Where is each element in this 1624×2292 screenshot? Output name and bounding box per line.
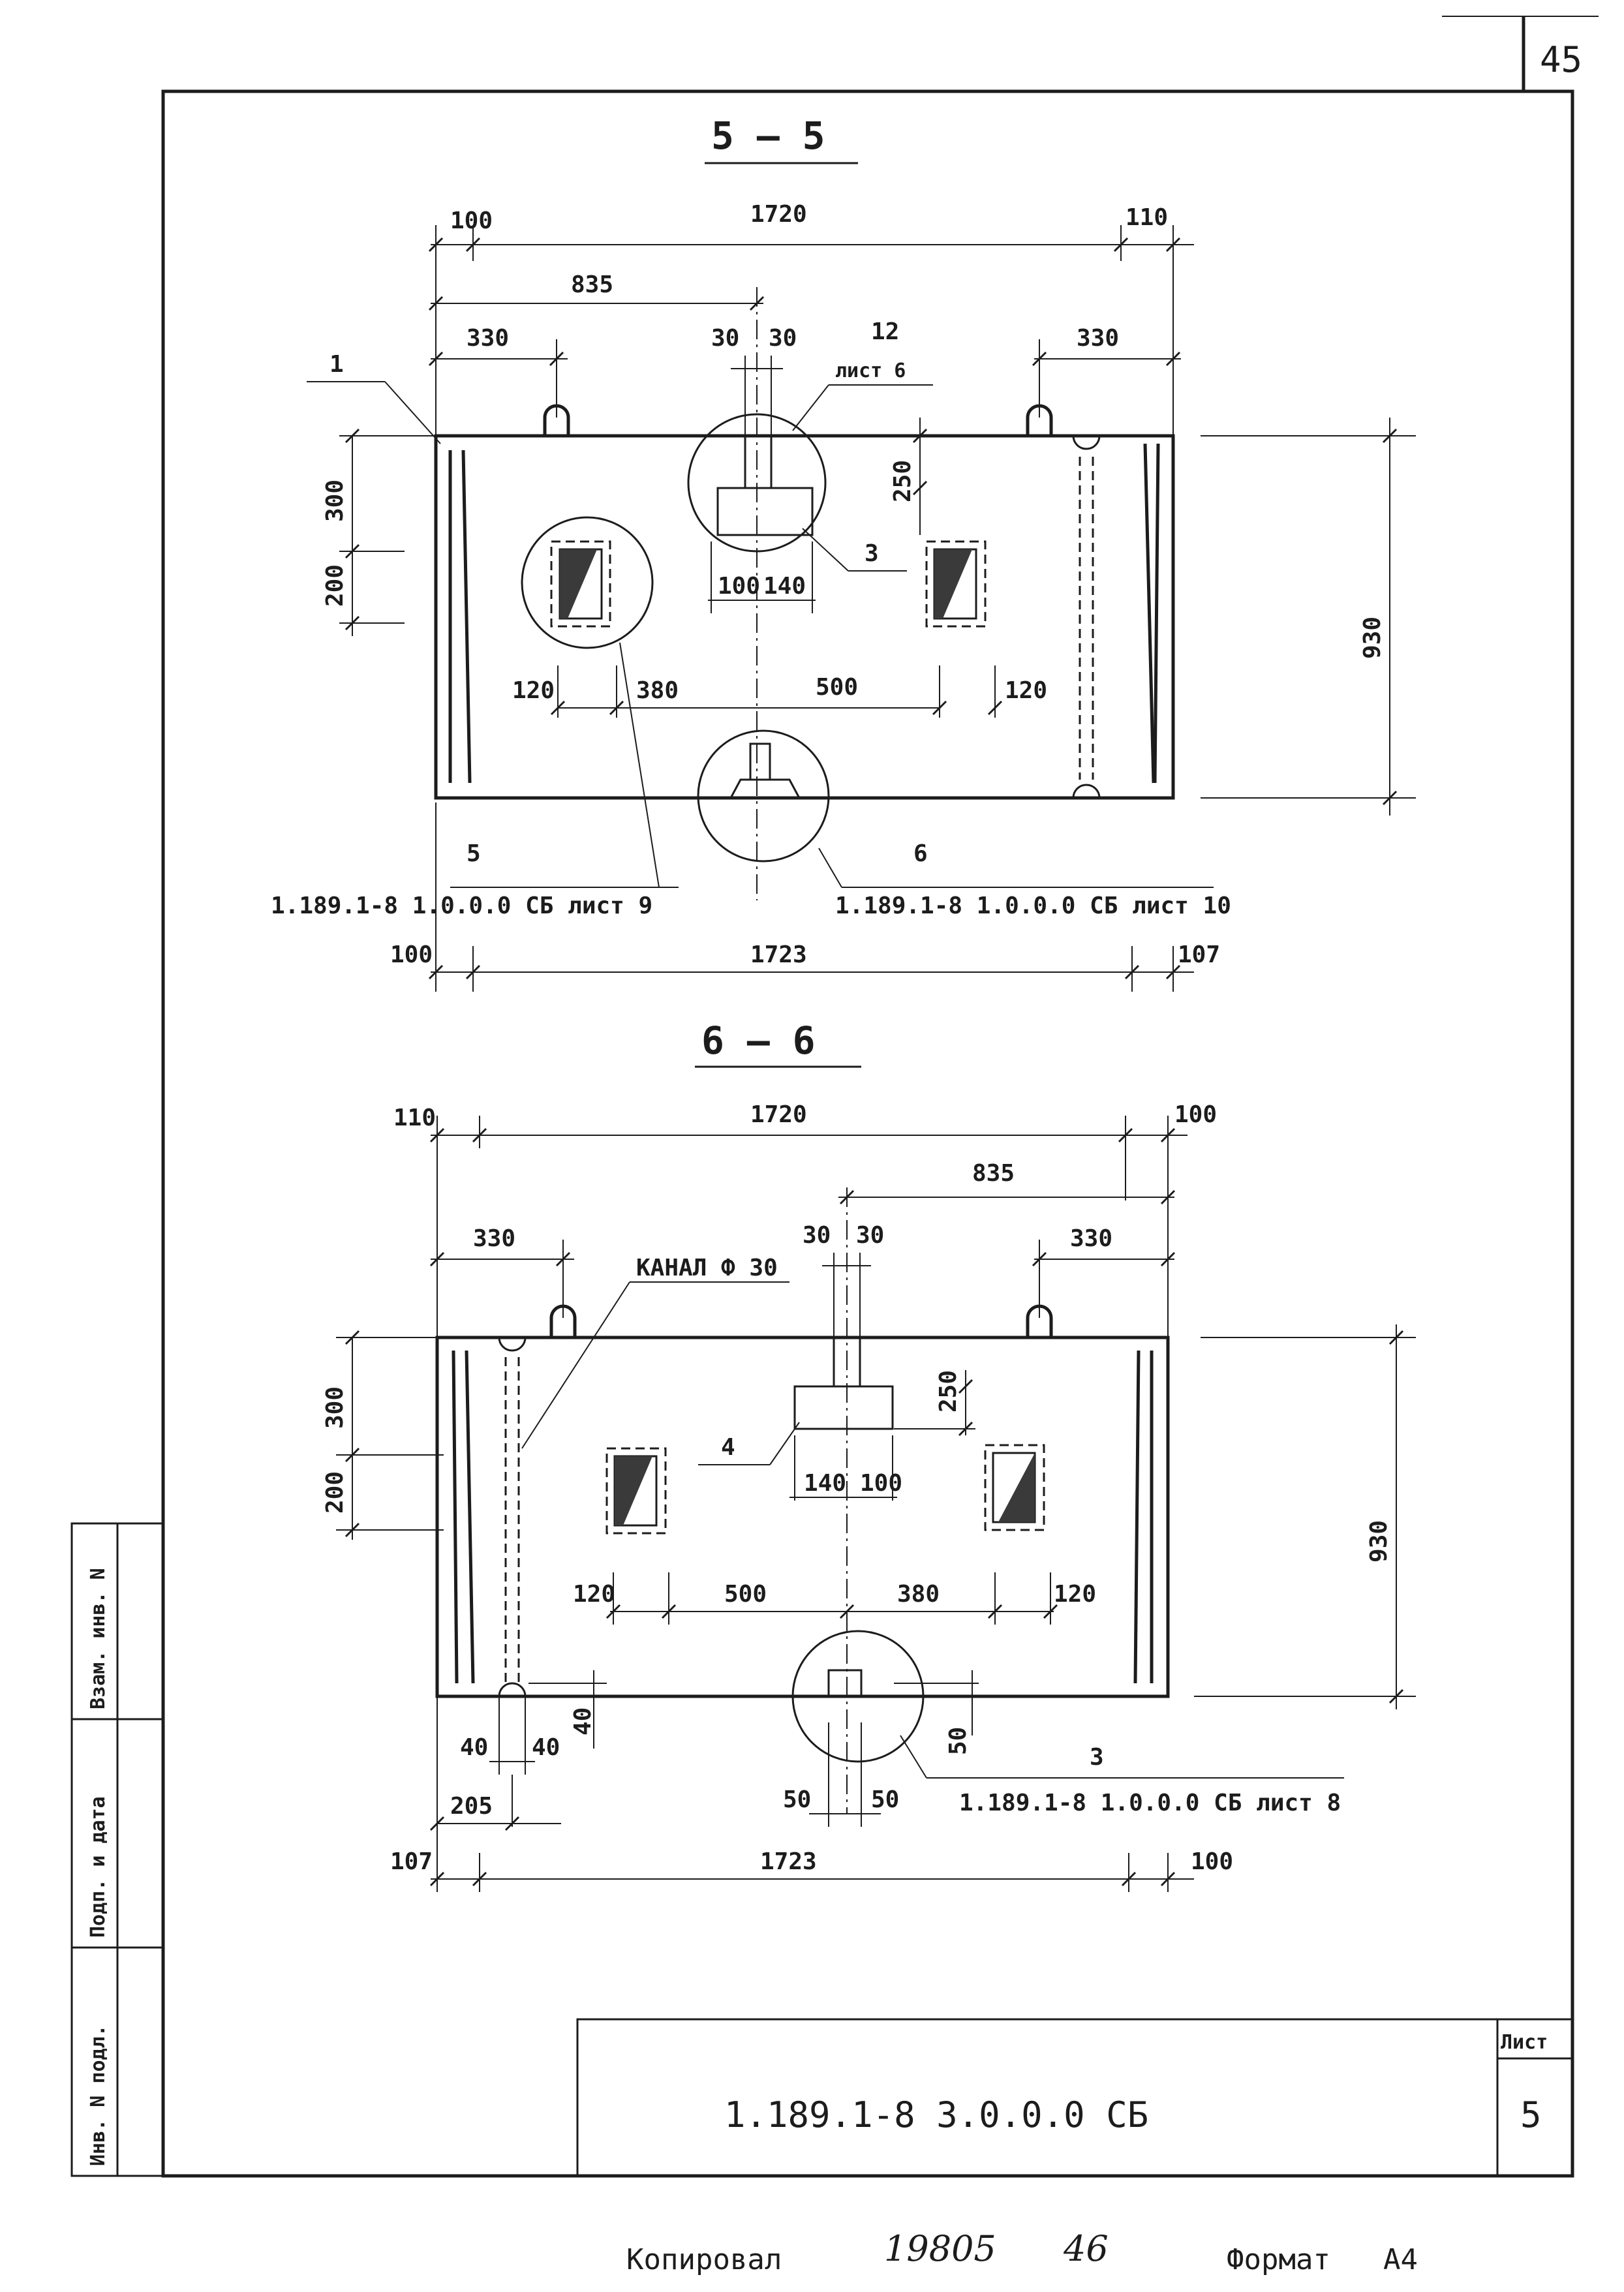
dim-100-top-right: 100 bbox=[1174, 1101, 1217, 1128]
dim-1723-bottom: 1723 bbox=[750, 941, 807, 968]
dim-380-inner: 380 bbox=[897, 1581, 940, 1608]
copied-label: Копировал bbox=[626, 2243, 782, 2276]
sheet-label: Лист bbox=[1501, 2031, 1548, 2054]
dim-100-inner: 100 bbox=[860, 1470, 902, 1497]
node-3-ref: 1.189.1-8 1.0.0.0 СБ лист 8 bbox=[959, 1790, 1341, 1816]
dim-120-inner-left: 120 bbox=[512, 677, 555, 704]
dim-835: 835 bbox=[571, 271, 613, 298]
section-6-6: 6 — 6 bbox=[322, 1018, 1416, 1892]
slab-6-6 bbox=[435, 1187, 1170, 1814]
stamp-replaced-inv-no: Взам. инв. N bbox=[87, 1568, 110, 1709]
stamp-inv-no-orig: Инв. N подл. bbox=[87, 2025, 110, 2166]
dims-channel-6-6: 40 40 40 205 50 50 50 bbox=[429, 1670, 979, 1831]
pos-3-label: 3 bbox=[865, 540, 879, 567]
dim-120-inner-right: 120 bbox=[1054, 1581, 1096, 1608]
dims-bottom-5-5: 100 1723 107 bbox=[390, 802, 1220, 992]
dim-50-vertical: 50 bbox=[945, 1727, 972, 1755]
dim-1720-top: 1720 bbox=[750, 1101, 807, 1128]
sheet-number-top: 45 bbox=[1540, 39, 1582, 80]
dim-200-left: 200 bbox=[322, 564, 348, 607]
dim-330-left: 330 bbox=[467, 325, 509, 352]
dim-1723-bottom: 1723 bbox=[760, 1848, 817, 1875]
page-number: 46 bbox=[1063, 2228, 1109, 2269]
channel-label: КАНАЛ Ф 30 bbox=[636, 1255, 778, 1281]
dim-930-right: 930 bbox=[1366, 1520, 1392, 1563]
dims-top-6-6: 110 1720 100 835 330 330 30 30 bbox=[393, 1101, 1217, 1337]
dim-30-a: 30 bbox=[711, 325, 739, 352]
dim-30-a: 30 bbox=[803, 1222, 831, 1249]
dim-110-top-right: 110 bbox=[1126, 204, 1168, 231]
dims-inner-5-5: 250 100 140 120 380 500 120 bbox=[512, 418, 1047, 718]
dim-200-left: 200 bbox=[322, 1471, 348, 1514]
dim-40-a: 40 bbox=[460, 1734, 488, 1761]
dim-120-inner-right: 120 bbox=[1005, 677, 1047, 704]
dim-330-right: 330 bbox=[1077, 325, 1119, 352]
dim-100-bottom: 100 bbox=[1191, 1848, 1233, 1875]
pos-4-label: 4 bbox=[721, 1434, 735, 1461]
pos-1-label: 1 bbox=[329, 351, 344, 378]
dim-50-a: 50 bbox=[783, 1786, 811, 1813]
dims-inner-6-6: 120 500 380 120 bbox=[573, 1572, 1096, 1625]
section-5-5-title: 5 — 5 bbox=[711, 114, 825, 158]
dims-top-5-5: 100 1720 110 835 330 330 30 30 bbox=[428, 201, 1194, 436]
node-6-label: 6 bbox=[913, 840, 928, 867]
node-6-ref: 1.189.1-8 1.0.0.0 СБ лист 10 bbox=[835, 893, 1231, 919]
format-label: Формат bbox=[1227, 2243, 1330, 2276]
node-5-ref: 1.189.1-8 1.0.0.0 СБ лист 9 bbox=[271, 893, 652, 919]
dim-30-b: 30 bbox=[856, 1222, 884, 1249]
dims-left-6-6: 300 200 bbox=[322, 1330, 444, 1540]
order-number: 19805 bbox=[884, 2228, 996, 2269]
dim-140-inner: 140 bbox=[763, 573, 806, 600]
callouts-6-6: КАНАЛ Ф 30 4 250 140 100 bbox=[521, 1255, 975, 1501]
dims-left-5-5: 300 200 bbox=[322, 428, 444, 636]
dims-bottom-6-6: 107 1723 100 bbox=[390, 1696, 1233, 1892]
dim-300-left: 300 bbox=[322, 480, 348, 522]
node-refs-5-5: 5 1.189.1-8 1.0.0.0 СБ лист 9 6 1.189.1-… bbox=[271, 642, 1231, 919]
section-5-5: 5 — 5 bbox=[271, 114, 1416, 992]
sheet-number: 5 bbox=[1520, 2094, 1542, 2135]
dim-330-left: 330 bbox=[473, 1225, 515, 1252]
dim-380-inner: 380 bbox=[636, 677, 679, 704]
node-5-label: 5 bbox=[467, 840, 481, 867]
dim-140-inner: 140 bbox=[804, 1470, 846, 1497]
dim-835: 835 bbox=[972, 1160, 1015, 1187]
dim-930-right: 930 bbox=[1359, 617, 1386, 659]
dim-120-inner-left: 120 bbox=[573, 1581, 615, 1608]
pos-12-sheet-ref: лист 6 bbox=[835, 359, 906, 382]
dim-100-inner: 100 bbox=[718, 573, 760, 600]
dim-30-b: 30 bbox=[769, 325, 797, 352]
dim-500-inner: 500 bbox=[816, 674, 858, 701]
dim-250: 250 bbox=[935, 1370, 962, 1413]
dims-right-5-5: 930 bbox=[1201, 418, 1416, 816]
title-block: 1.189.1-8 3.0.0.0 СБ Лист 5 bbox=[576, 2018, 1574, 2177]
dim-50-b: 50 bbox=[871, 1786, 899, 1813]
dim-40-c: 40 bbox=[570, 1707, 596, 1735]
side-stamp: Инв. N подл. Подп. и дата Взам. инв. N bbox=[70, 1522, 164, 2177]
node-refs-6-6: 3 1.189.1-8 1.0.0.0 СБ лист 8 bbox=[900, 1735, 1344, 1816]
dim-300-left: 300 bbox=[322, 1386, 348, 1429]
callouts-5-5: 1 12 лист 6 3 bbox=[307, 318, 933, 572]
dim-330-right: 330 bbox=[1070, 1225, 1112, 1252]
dim-107-bottom: 107 bbox=[1178, 941, 1220, 968]
dim-205: 205 bbox=[450, 1793, 493, 1820]
dim-500-inner: 500 bbox=[724, 1581, 767, 1608]
dim-100-bottom: 100 bbox=[390, 941, 433, 968]
footer: Копировал 19805 46 Формат А4 bbox=[626, 2228, 1418, 2276]
format-value: А4 bbox=[1383, 2243, 1418, 2276]
drawing-designation: 1.189.1-8 3.0.0.0 СБ bbox=[724, 2094, 1148, 2135]
pos-12-label: 12 bbox=[871, 318, 899, 345]
dim-110-top-left: 110 bbox=[393, 1105, 436, 1131]
slab-5-5 bbox=[434, 287, 1175, 900]
stamp-signature-date: Подп. и дата bbox=[87, 1796, 110, 1938]
dim-40-b: 40 bbox=[532, 1734, 560, 1761]
section-6-6-title: 6 — 6 bbox=[701, 1018, 816, 1063]
dim-250: 250 bbox=[889, 460, 916, 502]
dim-100-top-left: 100 bbox=[450, 207, 493, 234]
dim-107-bottom: 107 bbox=[390, 1848, 433, 1875]
dims-right-6-6: 930 bbox=[1194, 1324, 1416, 1709]
node-3-label: 3 bbox=[1090, 1744, 1104, 1771]
dim-1720-top: 1720 bbox=[750, 201, 807, 228]
